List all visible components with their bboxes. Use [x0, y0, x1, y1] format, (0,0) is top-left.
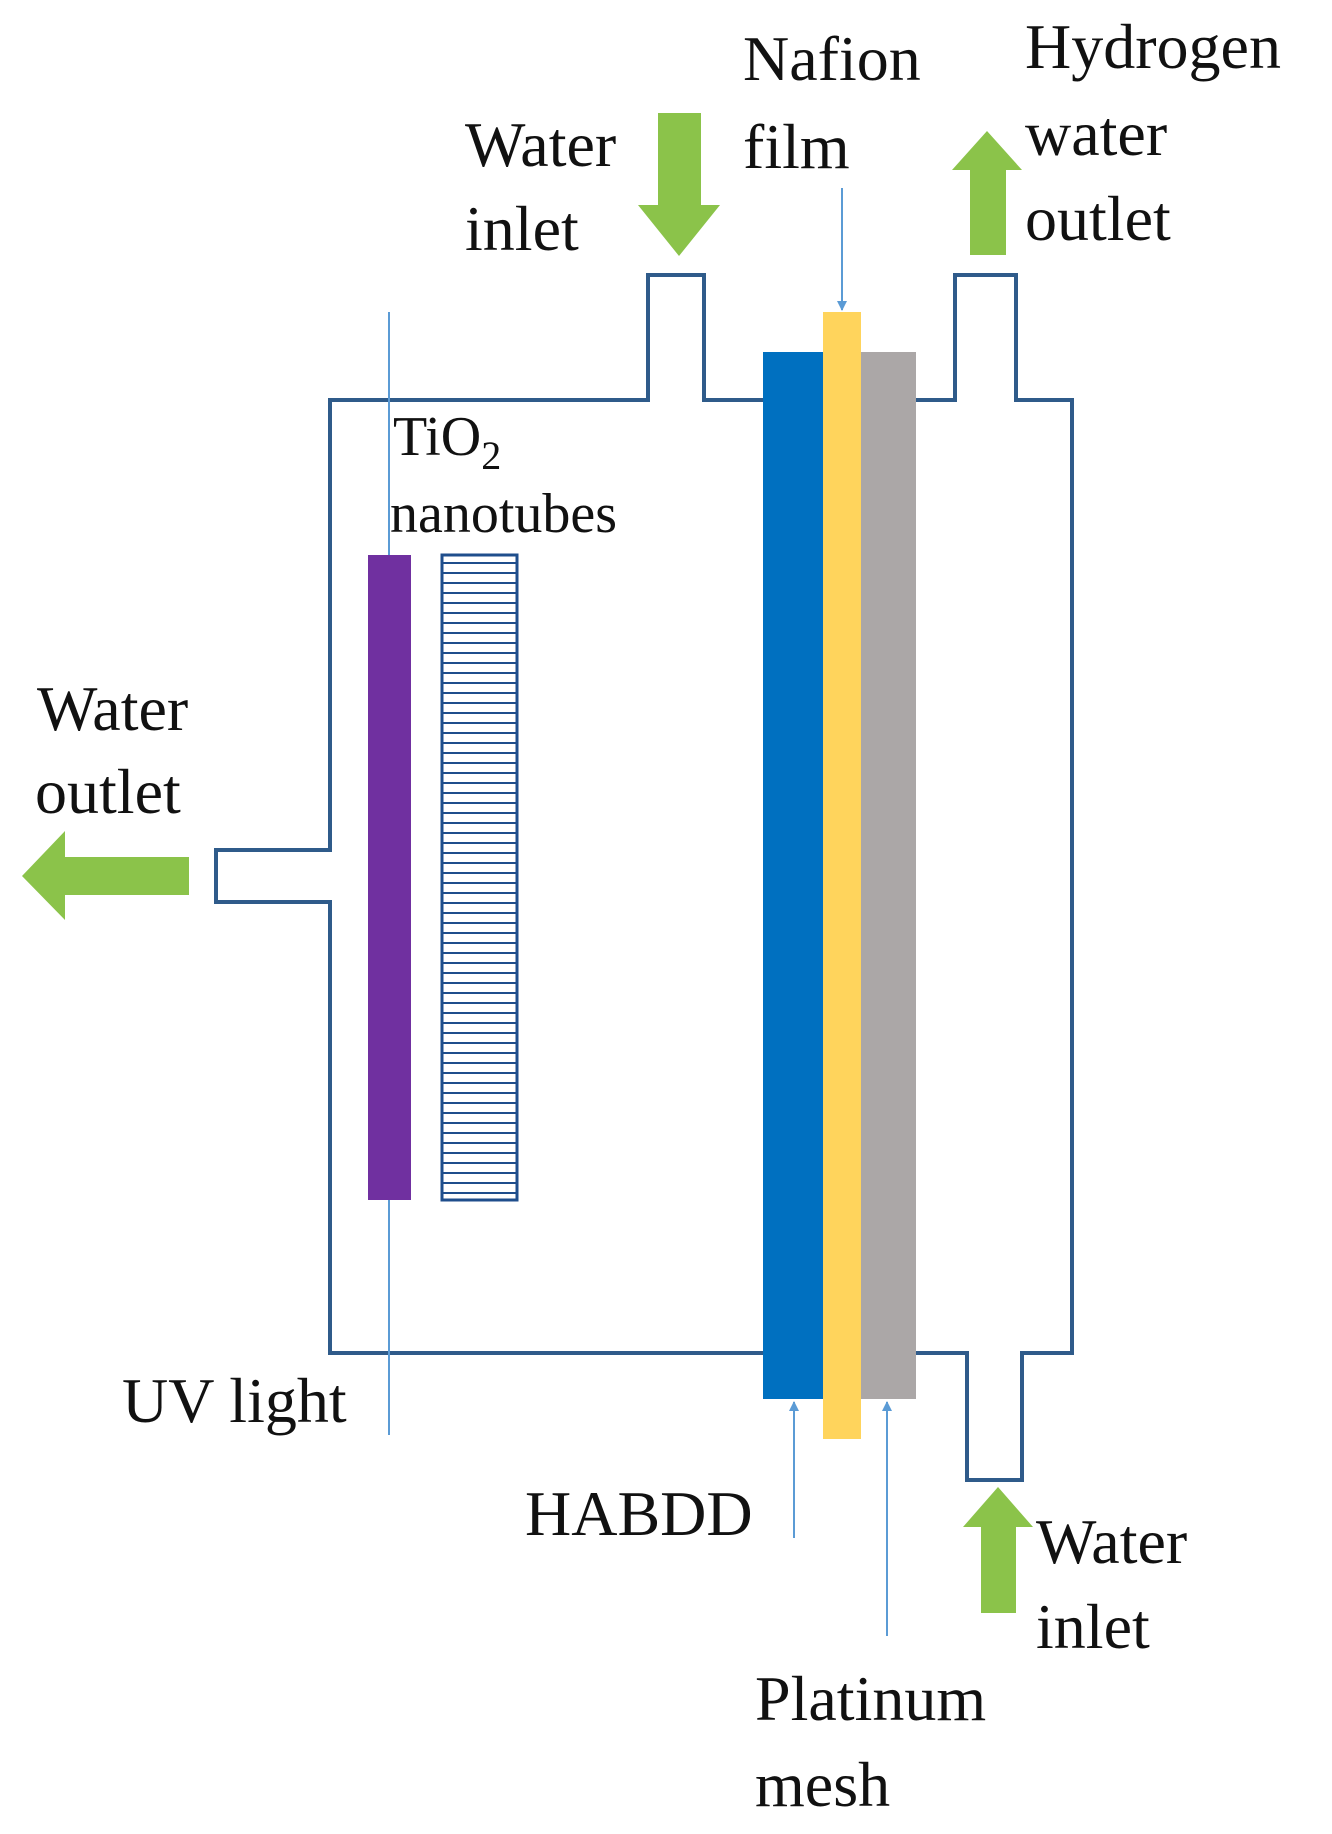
hydrogen-water-outlet-arrow: [952, 131, 1022, 255]
uv-light-label: UV light: [122, 1365, 347, 1436]
water-outlet-left-arrow: [22, 831, 189, 920]
water-inlet-bottom-label: Water inlet: [1036, 1506, 1203, 1662]
nafion-film-layer: [823, 312, 861, 1439]
nafion-film-label: Nafion film: [743, 23, 937, 182]
habdd-electrode: [763, 352, 823, 1399]
tio2-nanotubes-label: TiO2 nanotubes: [390, 406, 617, 545]
tio2-nanotubes-panel: [440, 553, 519, 1202]
habdd-label: HABDD: [525, 1478, 753, 1549]
water-inlet-top-label: Water inlet: [465, 109, 632, 264]
left-chamber-outline: [214, 273, 765, 1355]
hydrogen-water-outlet-label: Hydrogen water outlet: [1025, 11, 1297, 254]
right-chamber-outline: [915, 273, 1074, 1482]
platinum-mesh-layer: [861, 352, 916, 1399]
platinum-mesh-label: Platinum mesh: [755, 1663, 1002, 1820]
water-outlet-label: Water outlet: [35, 673, 204, 827]
water-inlet-top-arrow: [638, 113, 720, 256]
uv-lamp: [368, 555, 411, 1200]
water-inlet-bottom-arrow: [963, 1487, 1033, 1613]
